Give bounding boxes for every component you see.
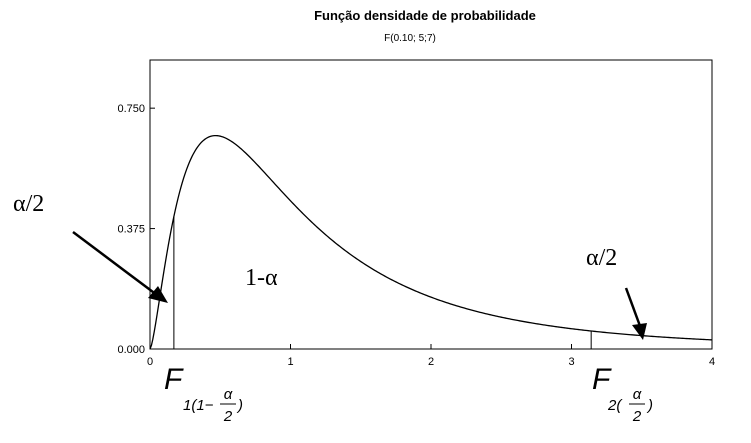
upper-frac-numerator: α [633, 386, 642, 403]
lower-f-subscript-suffix: ) [236, 397, 243, 414]
x-tick-label: 0 [147, 356, 153, 368]
x-tick-label: 2 [428, 356, 434, 368]
left-arrow-shaft [72, 231, 158, 296]
chart-subtitle: F(0.10; 5;7) [384, 33, 436, 44]
plot-frame [149, 59, 713, 350]
left-arrow-head [148, 286, 168, 303]
y-tick-label: 0.750 [117, 103, 145, 115]
chart-title: Função densidade de probabilidade [314, 8, 536, 23]
lower-frac-denominator: 2 [223, 408, 233, 425]
upper-f-symbol: F [592, 363, 612, 396]
lower-f-symbol: F [164, 363, 184, 396]
y-axis: 0.000 0.375 0.750 [117, 103, 155, 356]
y-tick-label: 0.375 [117, 224, 145, 236]
lower-critical-value-label: F 1(1− α 2 ) [164, 363, 243, 425]
y-tick-label: 0.000 [117, 344, 145, 356]
upper-critical-value-label: F 2( α 2 ) [592, 363, 653, 425]
upper-f-subscript-prefix: 2( [607, 397, 623, 414]
right-tail-alpha-label: α/2 [586, 245, 617, 271]
right-arrow-head [632, 323, 647, 340]
right-arrow-shaft [624, 287, 642, 327]
upper-frac-denominator: 2 [632, 408, 642, 425]
x-tick-label: 1 [287, 356, 293, 368]
lower-frac-numerator: α [224, 386, 233, 403]
left-tail-alpha-label: α/2 [13, 191, 44, 217]
lower-f-subscript-prefix: 1(1− [183, 397, 214, 414]
x-tick-label: 3 [568, 356, 574, 368]
x-tick-label: 4 [709, 356, 715, 368]
density-curve [149, 134, 713, 350]
center-area-label: 1-α [245, 265, 278, 291]
upper-f-subscript-suffix: ) [646, 397, 653, 414]
x-axis: 0 1 2 3 4 [147, 344, 715, 368]
